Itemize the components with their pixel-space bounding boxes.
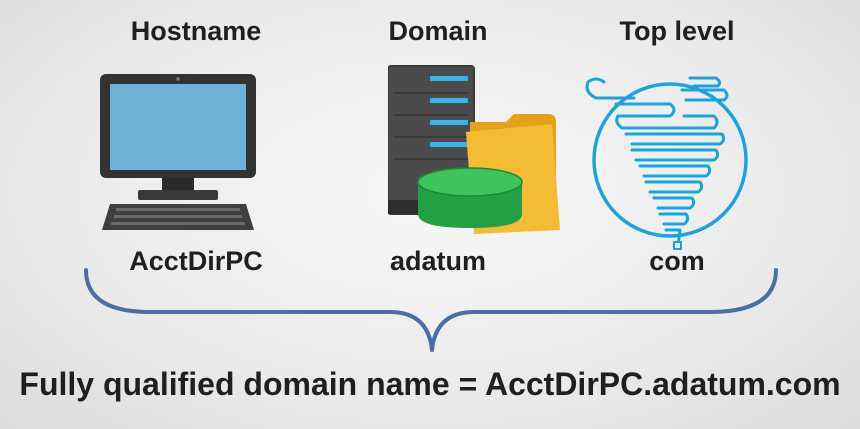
hostname-value: AcctDirPC: [129, 246, 263, 276]
domain-header: Domain: [388, 16, 488, 46]
server-folder-database-icon: [388, 64, 564, 234]
domain-value: adatum: [389, 246, 487, 276]
fqdn-text: Fully qualified domain name = AcctDirPC.…: [19, 366, 841, 402]
top-level-header: Top level: [619, 16, 735, 46]
top-level-value: com: [649, 246, 705, 276]
computer-icon: [96, 70, 262, 236]
hostname-header: Hostname: [130, 16, 262, 46]
globe-icon: [574, 70, 760, 256]
